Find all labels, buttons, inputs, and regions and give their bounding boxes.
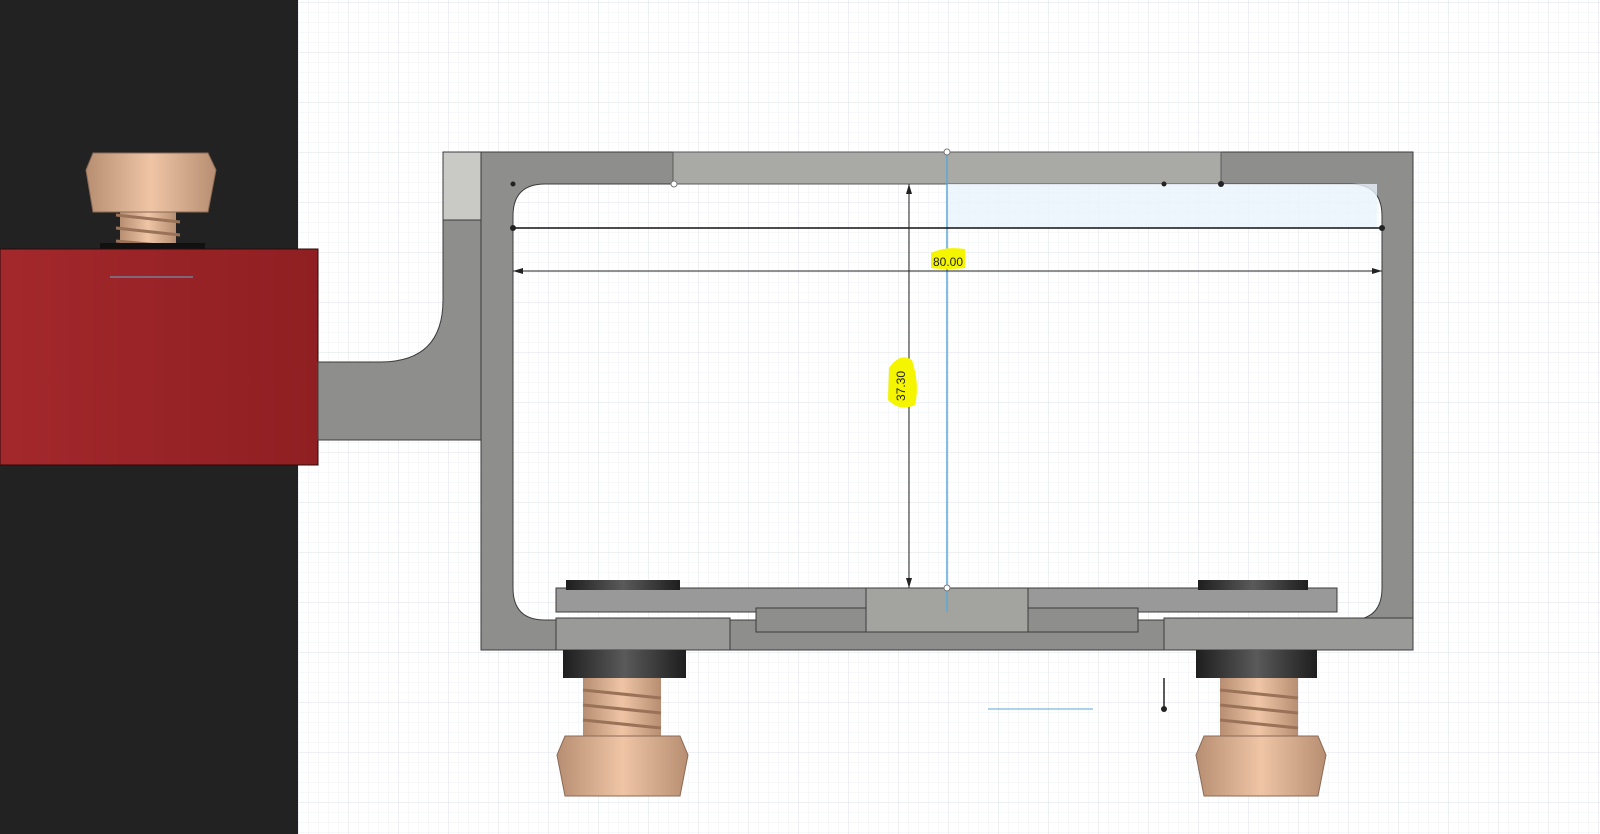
sketch-points[interactable] bbox=[510, 148, 1385, 712]
dimension-height-label[interactable]: 37.30 bbox=[894, 371, 908, 401]
tab-face bbox=[442, 151, 482, 221]
dimension-width[interactable]: 80.00 bbox=[513, 248, 1382, 274]
selection-highlight bbox=[947, 184, 1377, 228]
dimension-height[interactable]: 37.30 bbox=[888, 184, 917, 588]
left-foot bbox=[555, 617, 731, 651]
red-body[interactable] bbox=[0, 248, 319, 466]
screw-top-left[interactable] bbox=[85, 152, 217, 249]
screw-bottom-right[interactable] bbox=[1195, 580, 1327, 797]
right-foot bbox=[1163, 617, 1414, 651]
screw-bottom-left[interactable] bbox=[556, 580, 689, 797]
dimension-width-label[interactable]: 80.00 bbox=[933, 255, 963, 269]
